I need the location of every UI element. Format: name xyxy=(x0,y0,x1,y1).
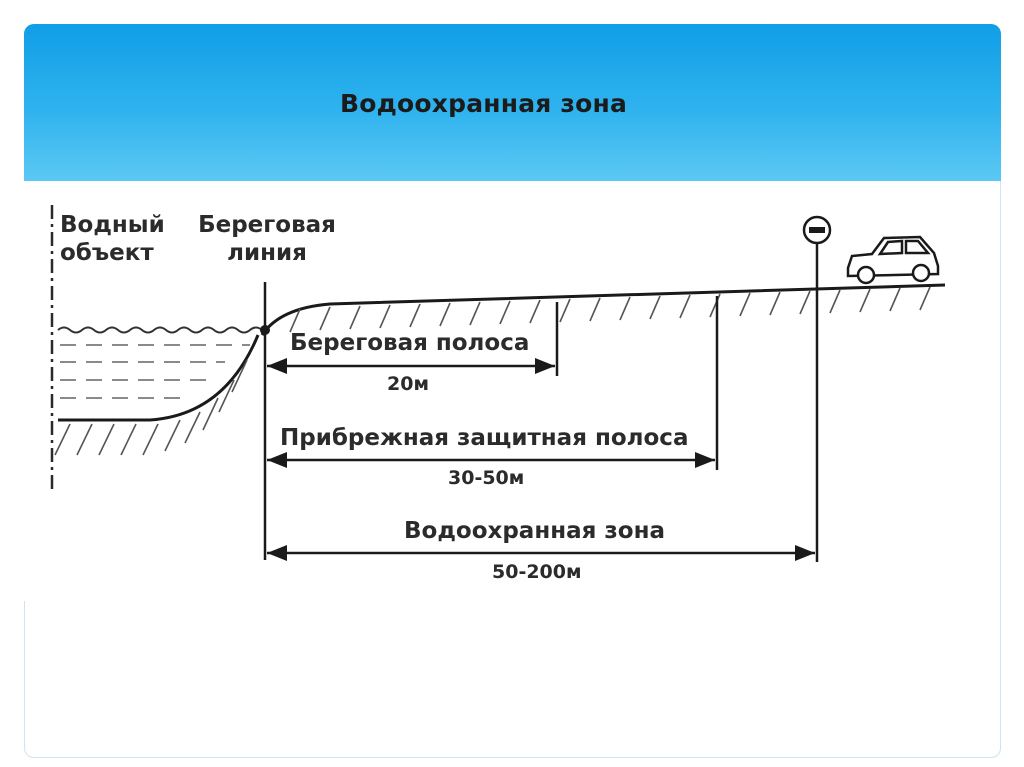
car-icon xyxy=(846,235,940,285)
water-object-label: Водный объект xyxy=(60,211,165,267)
no-entry-sign-icon xyxy=(802,215,832,245)
coastal-strip-label: Береговая полоса xyxy=(290,330,530,356)
shoreline-point xyxy=(260,325,270,335)
water-object-label-line1: Водный xyxy=(60,212,165,238)
shoreline-label-line1: Береговая xyxy=(198,212,336,238)
protection-zone-distance: 50-200м xyxy=(492,561,582,583)
water-object-label-line2: объект xyxy=(60,240,154,266)
riverbed-profile xyxy=(58,334,260,422)
protection-zone-label: Водоохранная зона xyxy=(404,518,665,544)
coastal-strip-distance: 20м xyxy=(387,373,429,395)
riverbed-hatching xyxy=(54,359,248,456)
shoreline-label-line2: линия xyxy=(227,240,307,266)
water-surface-waves xyxy=(57,326,263,334)
title-band xyxy=(24,24,1001,181)
ground-hatching xyxy=(289,286,931,333)
slide-title: Водоохранная зона xyxy=(340,89,628,118)
shoreline-label: Береговая линия xyxy=(197,211,337,267)
water-body-dashes xyxy=(60,344,250,399)
diagram-panel xyxy=(24,181,958,601)
protective-strip-distance: 30-50м xyxy=(448,467,525,489)
protective-strip-label: Прибрежная защитная полоса xyxy=(280,425,689,451)
